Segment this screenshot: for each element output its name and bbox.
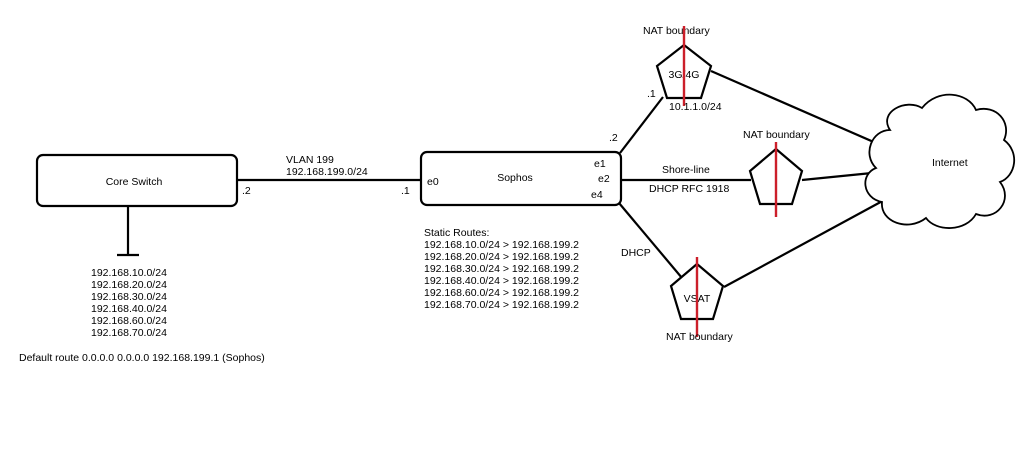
internet-cloud [864,93,1015,229]
vsat-dhcp-label: DHCP [621,247,651,259]
shoreline-nat-boundary-label: NAT boundary [743,129,810,141]
default-route-note: Default route 0.0.0.0 0.0.0.0 192.168.19… [19,352,265,364]
core-network: 192.168.30.0/24 [91,291,167,303]
static-route-entry: 192.168.70.0/24 > 192.168.199.2 [424,299,579,311]
shoreline-link-label: Shore-line [662,164,710,176]
vlan-name-label: VLAN 199 [286,154,334,166]
3g4g-to-internet-link [710,69,893,152]
3g4g-ip-label: .1 [647,88,656,100]
core-switch-box [35,153,239,208]
vsat-to-internet-link [723,197,889,288]
static-route-entry: 192.168.10.0/24 > 192.168.199.2 [424,239,579,251]
sophos-port-e4-label: e4 [591,189,603,201]
core-network: 192.168.70.0/24 [91,327,167,339]
core-network: 192.168.60.0/24 [91,315,167,327]
core-switch-label: Core Switch [106,176,163,188]
sophos-port-e0-label: e0 [427,176,439,188]
sophos-to-vsat-link [618,202,683,279]
core-network: 192.168.20.0/24 [91,279,167,291]
shoreline-dhcp-label: DHCP RFC 1918 [649,183,729,195]
static-route-entry: 192.168.60.0/24 > 192.168.199.2 [424,287,579,299]
static-routes-title: Static Routes: [424,227,489,239]
static-route-entry: 192.168.40.0/24 > 192.168.199.2 [424,275,579,287]
core-network: 192.168.10.0/24 [91,267,167,279]
static-route-entry: 192.168.30.0/24 > 192.168.199.2 [424,263,579,275]
core-network: 192.168.40.0/24 [91,303,167,315]
sophos-port-e2-label: e2 [598,173,610,185]
sophos-port-e1-label: e1 [594,158,606,170]
static-route-entry: 192.168.20.0/24 > 192.168.199.2 [424,251,579,263]
3g4g-nat-boundary-label: NAT boundary [643,25,710,37]
internet-label: Internet [932,157,968,169]
sophos-to-3g4g-link [619,96,664,154]
3g4g-subnet-label: 10.1.1.0/24 [669,101,722,113]
sophos-box [419,150,623,207]
vsat-nat-boundary-label: NAT boundary [666,331,733,343]
vlan-subnet-label: 192.168.199.0/24 [286,166,368,178]
core-switch-port-label: .2 [242,185,251,197]
sophos-e1-ip-label: .2 [609,132,618,144]
sophos-label: Sophos [497,172,533,184]
sophos-lan-ip-label: .1 [401,185,410,197]
